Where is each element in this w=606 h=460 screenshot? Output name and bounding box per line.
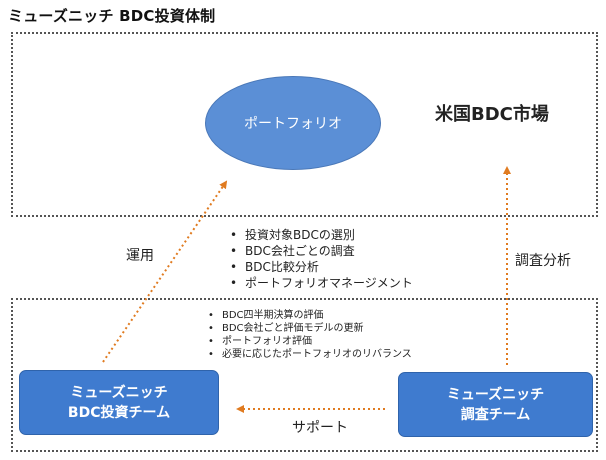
list-item: ポートフォリオ評価 bbox=[208, 335, 412, 348]
bdc-team-box: ミューズニッチ BDC投資チーム bbox=[19, 370, 219, 435]
list-item: BDC比較分析 bbox=[230, 259, 413, 275]
portfolio-label: ポートフォリオ bbox=[244, 116, 342, 132]
edge-label-operation: 運用 bbox=[126, 248, 154, 264]
research-team-line2: 調査チーム bbox=[460, 406, 531, 423]
research-team-line1: ミューズニッチ bbox=[446, 386, 545, 403]
list-item: BDC会社ごとの調査 bbox=[230, 243, 413, 259]
bdc-team-line2: BDC投資チーム bbox=[67, 404, 171, 421]
research-team-box: ミューズニッチ 調査チーム bbox=[398, 372, 593, 437]
market-region bbox=[11, 32, 598, 217]
research-scope-list: 投資対象BDCの選別 BDC会社ごとの調査 BDC比較分析 ポートフォリオマネー… bbox=[230, 227, 413, 291]
team-region bbox=[11, 298, 598, 452]
list-item: ポートフォリオマネージメント bbox=[230, 275, 413, 291]
list-item: 必要に応じたポートフォリオのリバランス bbox=[208, 348, 412, 361]
list-item: BDC四半期決算の評価 bbox=[208, 309, 412, 322]
page-title: ミューズニッチ BDC投資体制 bbox=[8, 7, 216, 25]
support-scope-list: BDC四半期決算の評価 BDC会社ごと評価モデルの更新 ポートフォリオ評価 必要… bbox=[208, 309, 412, 361]
market-label: 米国BDC市場 bbox=[435, 104, 549, 125]
list-item: BDC会社ごと評価モデルの更新 bbox=[208, 322, 412, 335]
edge-label-research-analysis: 調査分析 bbox=[515, 253, 571, 269]
bdc-team-line1: ミューズニッチ bbox=[70, 384, 168, 401]
list-item: 投資対象BDCの選別 bbox=[230, 227, 413, 243]
arrow-operation bbox=[102, 180, 228, 363]
edge-label-support: サポート bbox=[292, 420, 348, 436]
portfolio-node: ポートフォリオ bbox=[205, 76, 381, 170]
